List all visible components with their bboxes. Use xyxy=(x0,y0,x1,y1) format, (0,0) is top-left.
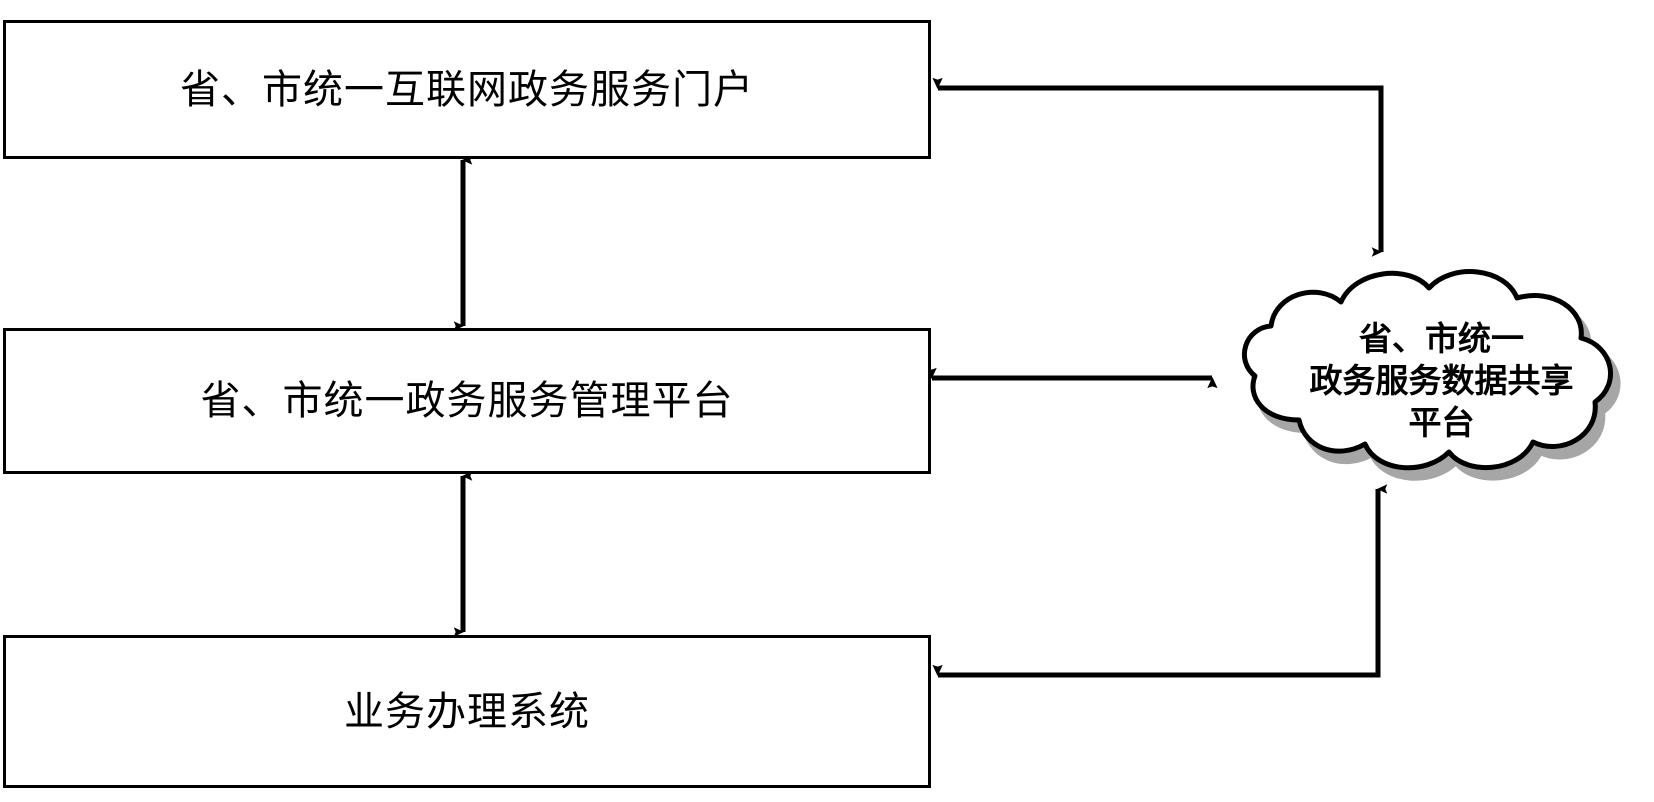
node-management-platform[interactable]: 省、市统一政务服务管理平台 xyxy=(3,328,931,474)
node-business-system-label: 业务办理系统 xyxy=(344,688,590,735)
node-portal-label: 省、市统一互联网政务服务门户 xyxy=(180,66,754,113)
node-data-sharing-cloud[interactable]: 省、市统一 政务服务数据共享 平台 xyxy=(1205,248,1654,498)
cloud-shape-icon xyxy=(1242,269,1621,481)
connector-cloud-portal xyxy=(932,77,1384,257)
node-management-platform-label: 省、市统一政务服务管理平台 xyxy=(200,378,734,424)
connector-cloud-business xyxy=(932,484,1388,678)
node-business-system[interactable]: 业务办理系统 xyxy=(3,635,931,788)
node-portal[interactable]: 省、市统一互联网政务服务门户 xyxy=(3,20,931,159)
